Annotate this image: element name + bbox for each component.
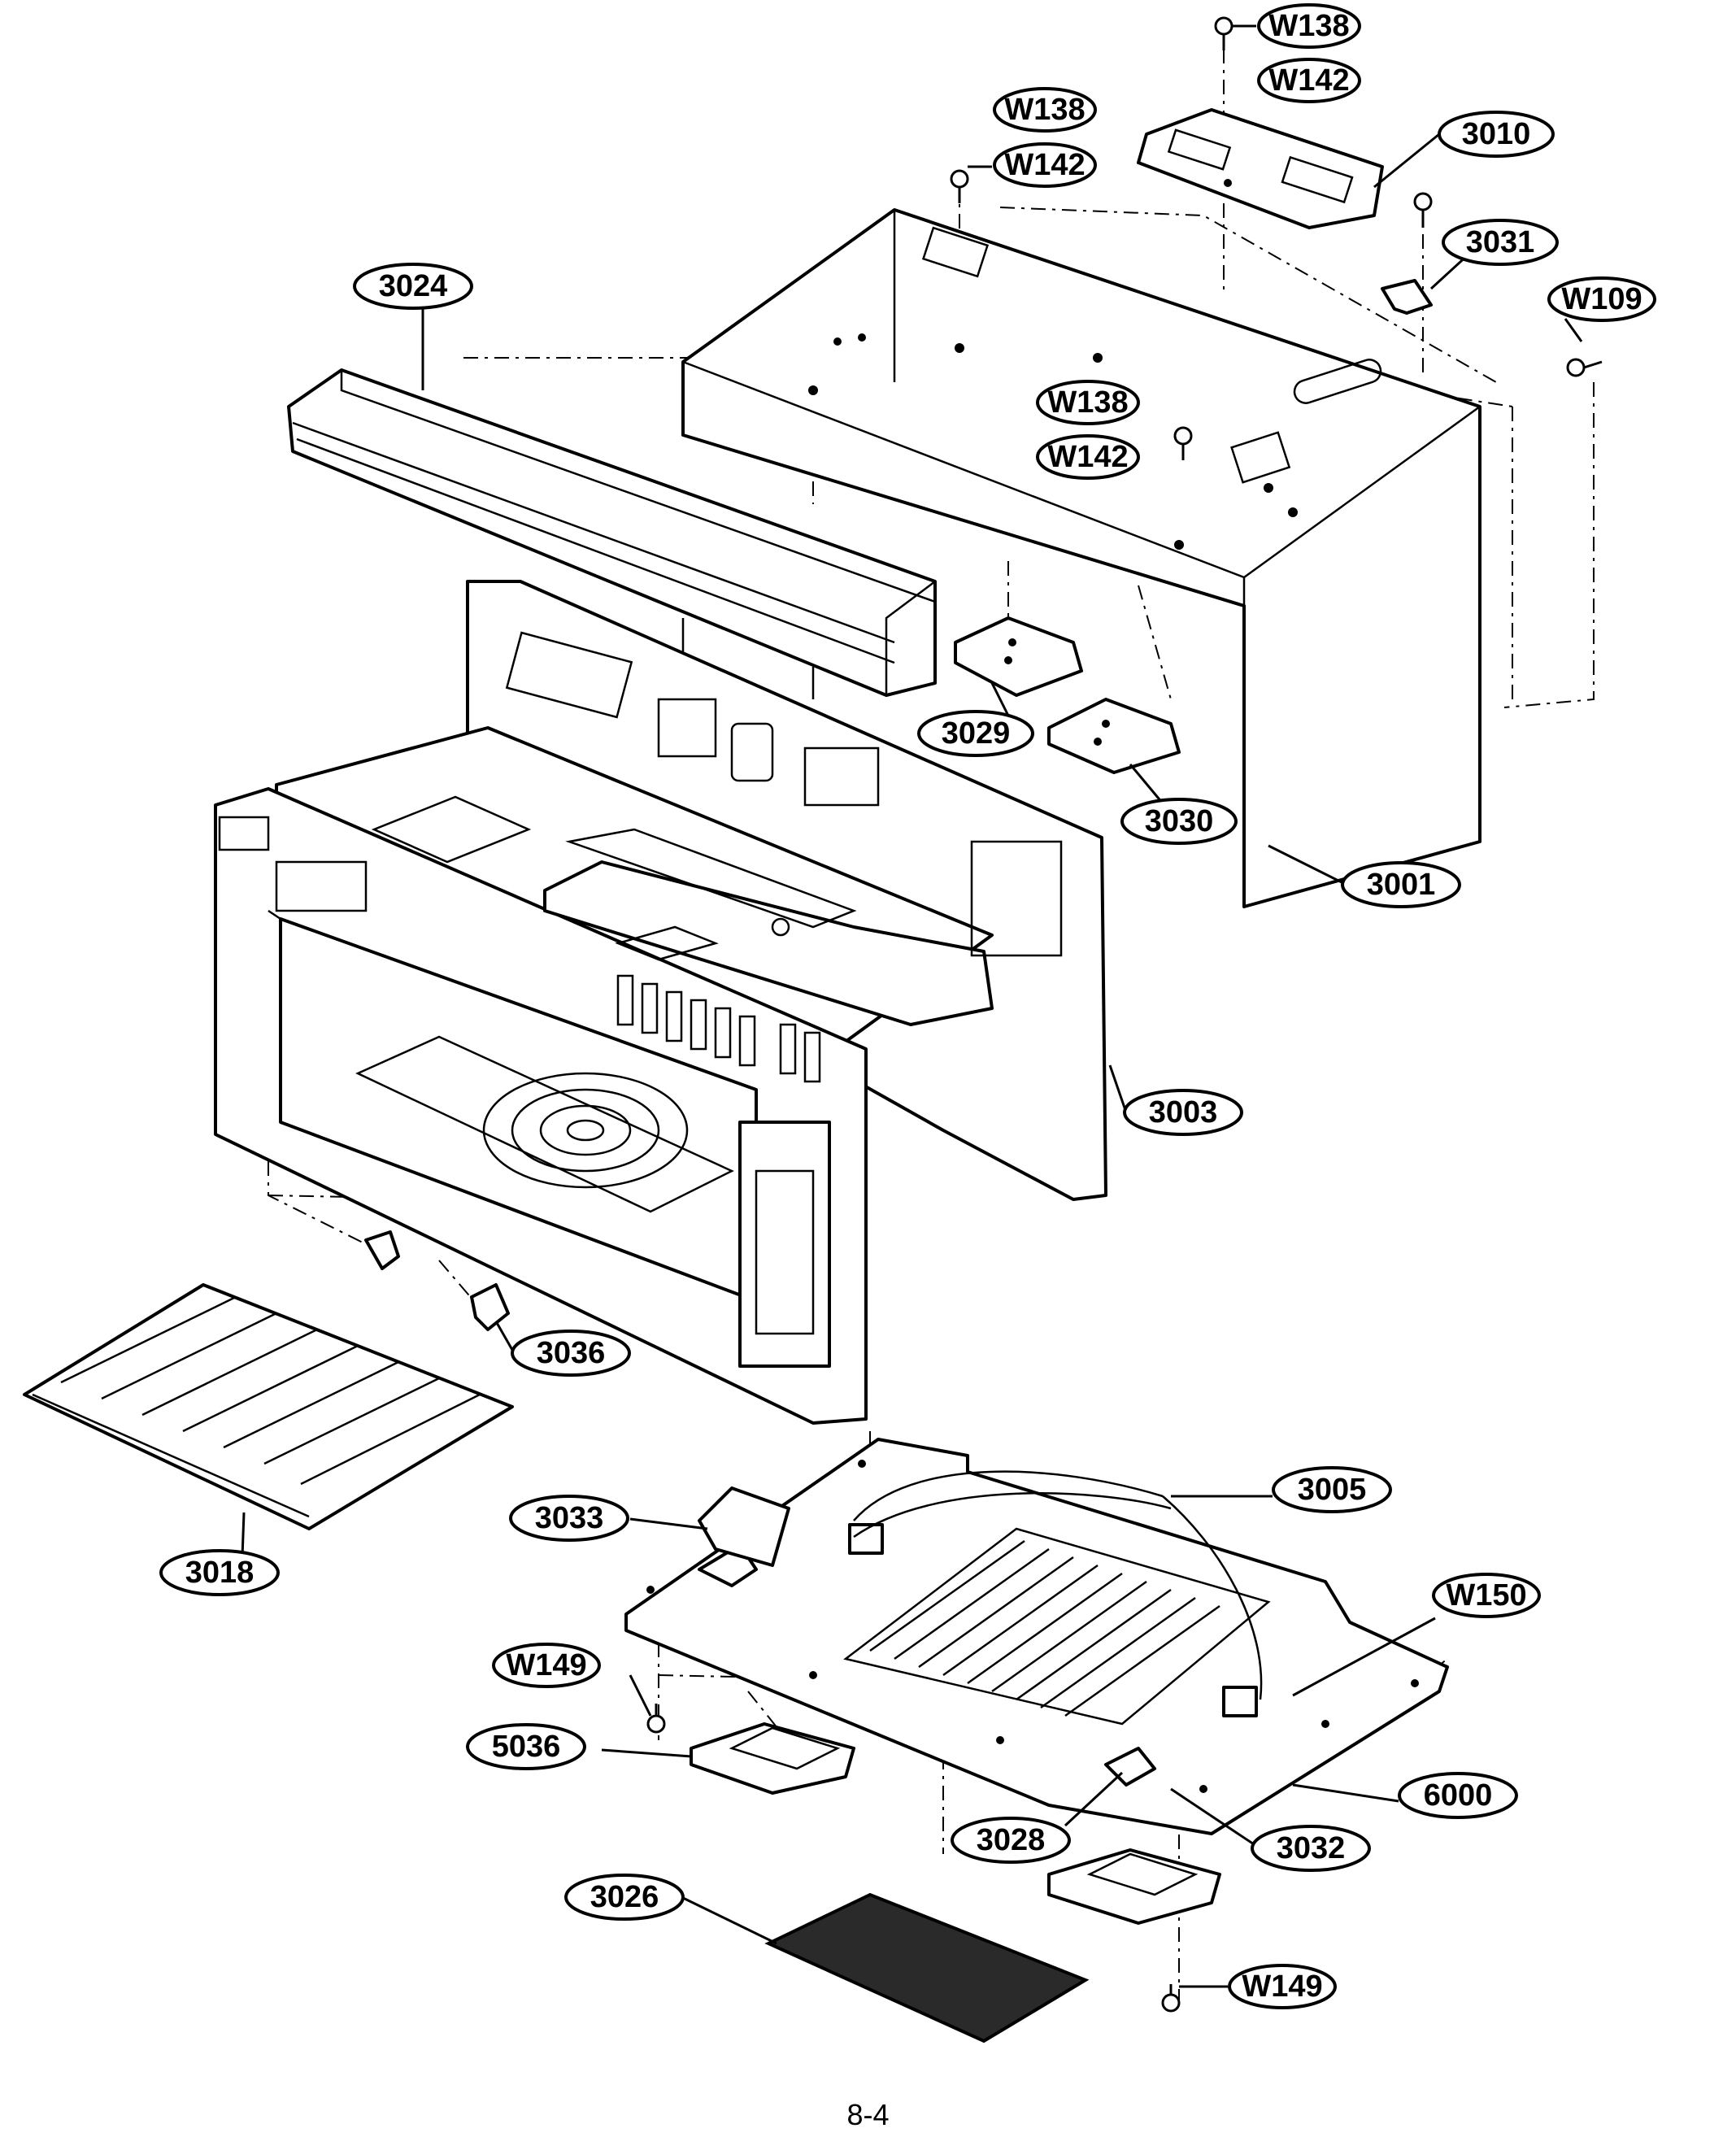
svg-text:W149: W149: [1242, 1969, 1322, 2004]
svg-text:3036: 3036: [537, 1336, 606, 1370]
svg-text:W109: W109: [1561, 282, 1642, 316]
callout-labels: W138 W142 W138 W142 3010 3031 W109 3024: [159, 3, 1656, 2009]
callout-w149-left: W149: [492, 1643, 601, 1688]
callout-6000: 6000: [1398, 1772, 1518, 1819]
callout-w150: W150: [1432, 1573, 1541, 1618]
filter-holder-5036-right: [1047, 1848, 1221, 1925]
callout-3028: 3028: [951, 1817, 1071, 1864]
callout-3033: 3033: [509, 1495, 629, 1542]
svg-text:3010: 3010: [1462, 117, 1531, 151]
grease-filter-3026: [764, 1892, 1090, 2043]
svg-text:W142: W142: [1268, 63, 1349, 98]
svg-text:W150: W150: [1446, 1578, 1526, 1613]
svg-text:W138: W138: [1047, 385, 1128, 420]
svg-text:3029: 3029: [942, 716, 1011, 751]
callout-3030: 3030: [1120, 798, 1238, 845]
screw-icon: [1566, 358, 1603, 377]
screw-icon: [1214, 16, 1233, 50]
svg-text:3032: 3032: [1277, 1831, 1346, 1865]
svg-text:3005: 3005: [1298, 1473, 1367, 1507]
svg-text:W138: W138: [1268, 9, 1349, 43]
callout-3031: 3031: [1442, 219, 1559, 266]
callout-5036: 5036: [466, 1723, 586, 1770]
svg-text:3024: 3024: [379, 269, 448, 303]
svg-text:3026: 3026: [590, 1880, 659, 1914]
screw-icon: [950, 169, 969, 203]
screw-icon: [1161, 1984, 1181, 2013]
svg-text:3001: 3001: [1367, 868, 1436, 902]
svg-text:W149: W149: [506, 1648, 586, 1682]
callout-w138-mid: W138: [1036, 380, 1140, 425]
filter-holder-5036-left: [690, 1722, 855, 1795]
callout-3029: 3029: [917, 710, 1034, 757]
callout-3032: 3032: [1251, 1825, 1371, 1872]
bracket-3030: [1047, 698, 1181, 774]
svg-text:3028: 3028: [977, 1823, 1046, 1857]
svg-text:3030: 3030: [1145, 804, 1214, 838]
svg-text:3003: 3003: [1149, 1095, 1218, 1129]
oven-rack-3018: [23, 1283, 514, 1530]
page-number: 8-4: [846, 2098, 890, 2131]
callout-3003: 3003: [1123, 1089, 1243, 1136]
callout-3005: 3005: [1272, 1466, 1392, 1513]
latch-3036: [364, 1230, 510, 1331]
outer-cabinet-3001: [681, 208, 1481, 908]
base-plate-6000: [624, 1438, 1449, 1835]
screw-icon: [1413, 192, 1433, 228]
svg-text:6000: 6000: [1424, 1778, 1493, 1813]
svg-text:5036: 5036: [492, 1730, 561, 1764]
screw-icon: [1173, 426, 1193, 460]
callout-3036: 3036: [511, 1330, 631, 1377]
callout-3010: 3010: [1438, 111, 1555, 158]
bracket-3029: [954, 616, 1083, 697]
lamp-cover-3033: [698, 1486, 790, 1567]
svg-text:3018: 3018: [185, 1556, 255, 1590]
svg-text:3031: 3031: [1466, 225, 1535, 259]
svg-text:W142: W142: [1004, 148, 1085, 182]
callout-w142-top: W142: [1257, 58, 1361, 103]
callout-3024: 3024: [353, 263, 473, 310]
vent-grille-3024: [287, 368, 937, 699]
control-bracket-3010: [1137, 108, 1384, 229]
callout-w142-left: W142: [993, 142, 1097, 188]
leader-lines: [241, 24, 1583, 1988]
inner-cavity-3003: [214, 580, 1107, 1425]
callout-w142-mid: W142: [1036, 434, 1140, 480]
svg-text:W142: W142: [1047, 440, 1128, 474]
svg-text:3033: 3033: [535, 1501, 604, 1535]
callout-3018: 3018: [159, 1549, 280, 1596]
screw-icon: [646, 1704, 666, 1734]
callout-w109: W109: [1547, 276, 1656, 322]
callout-3026: 3026: [564, 1874, 685, 1921]
svg-text:W138: W138: [1004, 93, 1085, 127]
callout-3001: 3001: [1341, 861, 1461, 908]
callout-w149-bottom: W149: [1228, 1964, 1337, 2009]
callout-w138-top: W138: [1257, 3, 1361, 49]
plate-3031: [1381, 279, 1433, 315]
callout-w138-left: W138: [993, 87, 1097, 133]
